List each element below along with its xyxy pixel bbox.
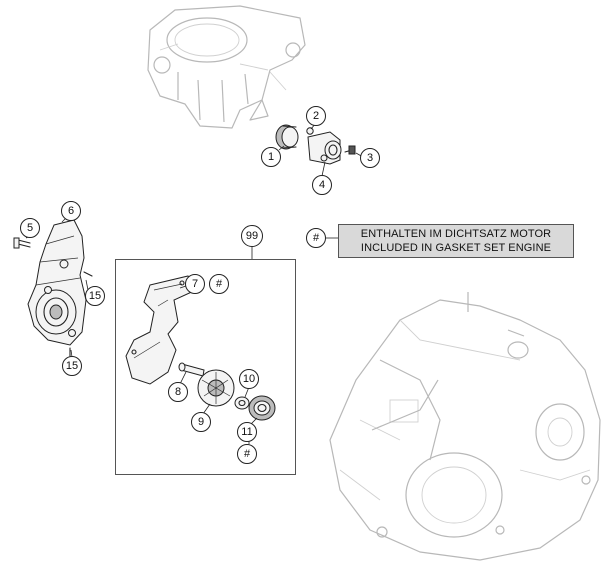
svg-text:1: 1 xyxy=(268,151,274,163)
callout-4[interactable]: 4 xyxy=(312,175,332,195)
callout-15-upper[interactable]: 15 xyxy=(85,286,105,306)
svg-text:15: 15 xyxy=(66,360,78,372)
callout-9[interactable]: 9 xyxy=(191,412,211,432)
svg-text:6: 6 xyxy=(68,205,74,217)
shaft-seal xyxy=(248,395,276,421)
legend-text-english: INCLUDED IN GASKET SET ENGINE xyxy=(360,242,552,254)
svg-text:#: # xyxy=(313,232,320,244)
callout-6[interactable]: 6 xyxy=(61,201,81,221)
legend-text-german: ENTHALTEN IM DICHTSATZ MOTOR xyxy=(360,228,552,240)
water-pump-cover xyxy=(13,219,93,357)
impeller-screw xyxy=(178,362,205,377)
svg-text:#: # xyxy=(244,448,251,460)
svg-text:7: 7 xyxy=(192,278,198,290)
callout-7-hash[interactable]: # xyxy=(209,274,229,294)
callout-2[interactable]: 2 xyxy=(306,106,326,126)
callout-8[interactable]: 8 xyxy=(168,382,188,402)
thermostat-assembly xyxy=(275,124,356,165)
svg-text:8: 8 xyxy=(175,386,181,398)
svg-text:15: 15 xyxy=(89,290,101,302)
impeller-washer xyxy=(234,396,250,410)
callout-11-hash[interactable]: # xyxy=(237,444,257,464)
svg-text:10: 10 xyxy=(243,373,255,385)
legend-hash-symbol: # xyxy=(306,228,326,248)
svg-text:3: 3 xyxy=(367,152,373,164)
callout-15-lower[interactable]: 15 xyxy=(62,356,82,376)
crankcase-ghost xyxy=(329,292,601,561)
svg-text:11: 11 xyxy=(241,426,252,438)
svg-text:4: 4 xyxy=(319,179,325,191)
svg-text:9: 9 xyxy=(198,416,204,428)
callout-99[interactable]: 99 xyxy=(241,225,263,247)
callout-1[interactable]: 1 xyxy=(261,147,281,167)
callout-3[interactable]: 3 xyxy=(360,148,380,168)
callout-11[interactable]: 11 xyxy=(237,422,257,442)
water-pump-kit-frame xyxy=(115,259,296,475)
callout-5[interactable]: 5 xyxy=(20,218,40,238)
gasket-set-legend-box: ENTHALTEN IM DICHTSATZ MOTOR INCLUDED IN… xyxy=(338,224,574,258)
cylinder-ghost xyxy=(147,5,306,129)
impeller xyxy=(197,369,235,407)
callout-7[interactable]: 7 xyxy=(185,274,205,294)
svg-text:5: 5 xyxy=(27,222,33,234)
callout-10[interactable]: 10 xyxy=(239,369,259,389)
svg-text:99: 99 xyxy=(246,230,258,242)
water-pump-gasket xyxy=(125,275,197,385)
svg-text:2: 2 xyxy=(313,110,319,122)
svg-text:#: # xyxy=(216,278,223,290)
